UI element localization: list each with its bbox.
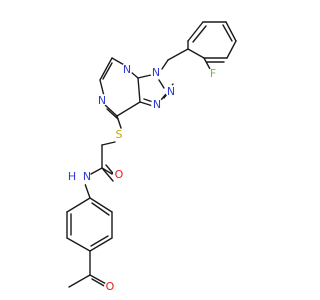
atom-label-n-triazole-1: N — [153, 98, 161, 111]
pyrimidine-left-nitrogen: N — [96, 94, 108, 107]
amide-hydrogen: H — [68, 170, 76, 183]
sulfur-atom: S — [113, 128, 125, 141]
atom-label-n-left: N — [98, 94, 106, 107]
atom-label-s: S — [116, 128, 123, 141]
bond-lines — [66, 21, 237, 288]
molecule-structure: N N N N N F — [66, 21, 237, 293]
amide-oxygen: O — [113, 168, 125, 181]
amide-nitrogen: N — [75, 170, 91, 186]
atom-label-n-amide: N — [83, 170, 91, 183]
atom-label-n-top: N — [123, 63, 131, 76]
pyrimidine-top-nitrogen: N — [121, 63, 133, 76]
triazole-nitrogen-1: N — [151, 98, 163, 111]
atom-label-f: F — [210, 67, 216, 80]
triazole-nitrogen-3: N — [150, 66, 162, 79]
fluorine-atom: F — [207, 67, 219, 80]
atom-label-n-triazole-3: N — [152, 66, 160, 79]
atom-label-o-amide: O — [115, 168, 124, 181]
atom-label-o-acetyl: O — [106, 280, 115, 293]
atom-labels: N N N N N F — [68, 63, 219, 293]
acetyl-oxygen: O — [104, 280, 116, 293]
atom-label-h-amide: H — [68, 170, 76, 183]
atom-label-n-triazole-2: N — [167, 85, 175, 98]
triazole-nitrogen-2: N — [165, 85, 177, 98]
molecule-drawing: N N N N N F — [66, 21, 237, 293]
